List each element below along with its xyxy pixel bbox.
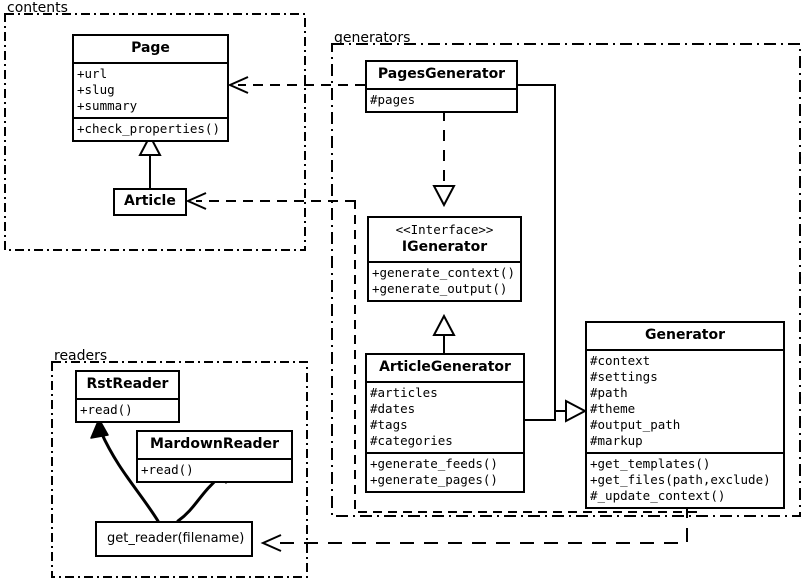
class-pagesgenerator-attributes: #pages [367, 88, 516, 111]
class-generator-method: +get_files(path,exclude) [590, 472, 771, 487]
class-igenerator-methods: +generate_context() +generate_output() [369, 261, 520, 300]
class-generator-method: +get_templates() [590, 456, 711, 471]
edge-pagesgenerator-to-igenerator-triangle [432, 185, 456, 208]
function-get-reader-label: get_reader(filename) [107, 531, 245, 546]
class-rstreader-method: +read() [80, 402, 133, 417]
class-generator-title: Generator [644, 327, 725, 343]
class-generator-attributes: #context #settings #path #theme #output_… [587, 349, 783, 452]
class-page-attribute: +url [77, 66, 108, 81]
class-rstreader-title: RstReader [86, 376, 169, 392]
class-mardownreader[interactable]: MardownReader +read() [136, 430, 293, 483]
class-rstreader-methods: +read() [77, 398, 178, 421]
package-label-generators: generators [334, 30, 411, 46]
class-pagesgenerator-title: PagesGenerator [377, 66, 506, 82]
class-generator-attribute: #context [590, 353, 651, 368]
class-generator-attribute: #markup [590, 433, 643, 448]
class-mardownreader-methods: +read() [138, 458, 291, 481]
class-generator-attribute: #theme [590, 401, 636, 416]
class-page-attribute: +slug [77, 82, 115, 97]
class-igenerator-stereotype: <<Interface>> [395, 222, 494, 237]
package-label-contents: contents [7, 0, 68, 16]
package-label-readers: readers [54, 348, 108, 364]
class-page[interactable]: Page +url +slug +summary +check_properti… [72, 34, 229, 142]
class-rstreader[interactable]: RstReader +read() [75, 370, 180, 423]
edge-to-generator-triangle [565, 399, 588, 423]
class-igenerator-method: +generate_output() [372, 281, 508, 296]
edge-generator-to-getreader-arrowhead [260, 534, 282, 552]
class-pagesgenerator[interactable]: PagesGenerator #pages [365, 60, 518, 113]
class-igenerator[interactable]: <<Interface>> IGenerator +generate_conte… [367, 216, 522, 302]
class-page-methods: +check_properties() [74, 117, 227, 140]
class-article[interactable]: Article [113, 188, 187, 216]
class-articlegenerator[interactable]: ArticleGenerator #articles #dates #tags … [365, 353, 525, 493]
class-articlegenerator-attributes: #articles #dates #tags #categories [367, 381, 523, 452]
edge-pagesgenerator-to-page-arrowhead [227, 76, 249, 94]
class-mardownreader-title: MardownReader [150, 436, 279, 452]
class-igenerator-name: IGenerator [401, 239, 488, 255]
class-articlegenerator-attribute: #articles [370, 385, 438, 400]
class-generator-method: #_update_context() [590, 488, 726, 503]
class-articlegenerator-attribute: #categories [370, 433, 453, 448]
class-page-attributes: +url +slug +summary [74, 62, 227, 117]
class-igenerator-method: +generate_context() [372, 265, 515, 280]
class-page-method: +check_properties() [77, 121, 220, 136]
edge-articlegenerator-to-igenerator-triangle [432, 313, 456, 336]
edge-articlegenerator-to-article-arrowhead [185, 192, 207, 210]
class-generator-methods: +get_templates() +get_files(path,exclude… [587, 452, 783, 507]
function-get-reader[interactable]: get_reader(filename) [95, 521, 253, 557]
class-generator-attribute: #output_path [590, 417, 681, 432]
class-articlegenerator-method: +generate_feeds() [370, 456, 498, 471]
edge-generator-to-getreader-line [272, 504, 688, 544]
class-article-title: Article [124, 193, 176, 209]
class-articlegenerator-methods: +generate_feeds() +generate_pages() [367, 452, 523, 491]
class-articlegenerator-attribute: #tags [370, 417, 408, 432]
class-igenerator-title: <<Interface>> IGenerator [369, 218, 520, 261]
class-page-attribute: +summary [77, 98, 138, 113]
edge-pagesgenerator-to-generator-line [518, 84, 565, 412]
class-mardownreader-method: +read() [141, 462, 194, 477]
class-generator[interactable]: Generator #context #settings #path #them… [585, 321, 785, 509]
edge-articlegenerator-to-generator-line [525, 410, 565, 421]
class-pagesgenerator-attribute: #pages [370, 92, 416, 107]
class-articlegenerator-attribute: #dates [370, 401, 416, 416]
class-articlegenerator-title: ArticleGenerator [379, 359, 511, 375]
class-articlegenerator-method: +generate_pages() [370, 472, 498, 487]
class-page-title: Page [131, 40, 170, 56]
class-generator-attribute: #settings [590, 369, 658, 384]
class-generator-attribute: #path [590, 385, 628, 400]
